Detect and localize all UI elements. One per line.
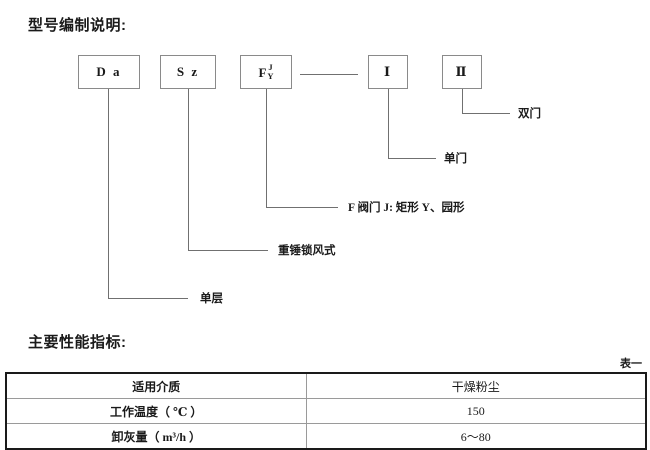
code-box-f: F J Y: [240, 55, 292, 89]
table-cell-value: 150: [305, 398, 647, 424]
leader-line-valve-horizontal: [266, 207, 338, 208]
code-box-roman-one: Ⅰ: [368, 55, 408, 89]
leader-line-weight-lock-horizontal: [188, 250, 268, 251]
leader-line-valve-vertical: [266, 89, 267, 208]
leader-label-single-layer: 单层: [200, 293, 223, 305]
code-box-f-inner: F J Y: [258, 63, 273, 81]
table-cell-label: 卸灰量（ m³/h ）: [5, 423, 307, 450]
code-box-f-numerator: J: [268, 62, 273, 73]
leader-label-weight-lock: 重锤锁风式: [278, 245, 336, 257]
leader-line-double-door-horizontal: [462, 113, 510, 114]
table-row: 适用介质 干燥粉尘: [5, 372, 647, 399]
model-code-diagram: D a S z F J Y Ⅰ Ⅱ 双门 单门 F 阀门 J: 矩形 Y、园形 …: [78, 55, 541, 305]
code-box-f-denominator: Y: [267, 71, 274, 81]
table-cell-label: 工作温度（ ℃ ）: [5, 398, 307, 424]
code-box-roman-two: Ⅱ: [442, 55, 482, 89]
leader-line-weight-lock-vertical: [188, 89, 189, 251]
table-cell-label: 适用介质: [5, 372, 307, 399]
code-box-roman-two-label: Ⅱ: [455, 64, 469, 79]
connector-dash: [300, 74, 358, 75]
code-box-roman-one-label: Ⅰ: [383, 64, 393, 79]
table-cell-value: 6～80: [305, 423, 647, 450]
table-row: 工作温度（ ℃ ） 150: [5, 398, 647, 424]
performance-heading: 主要性能指标:: [28, 334, 127, 351]
performance-table: 适用介质 干燥粉尘 工作温度（ ℃ ） 150 卸灰量（ m³/h ） 6～80: [5, 372, 647, 450]
leader-label-valve: F 阀门 J: 矩形 Y、园形: [348, 202, 465, 214]
model-code-heading: 型号编制说明:: [28, 17, 127, 34]
code-box-sz-label: S z: [176, 64, 200, 79]
table-cell-value: 干燥粉尘: [305, 372, 647, 399]
leader-line-single-door-vertical: [388, 89, 389, 159]
leader-line-single-layer-horizontal: [108, 298, 188, 299]
code-box-sz: S z: [160, 55, 216, 89]
code-box-f-stack: J Y: [267, 63, 273, 81]
table-row: 卸灰量（ m³/h ） 6～80: [5, 423, 647, 450]
code-box-f-letter: F: [258, 64, 267, 80]
code-box-da: D a: [78, 55, 140, 89]
table-caption: 表一: [620, 358, 642, 370]
leader-line-single-door-horizontal: [388, 158, 436, 159]
code-box-da-label: D a: [96, 64, 122, 79]
leader-line-single-layer-vertical: [108, 89, 109, 299]
leader-label-double-door: 双门: [518, 108, 541, 120]
leader-line-double-door-vertical: [462, 89, 463, 114]
leader-label-single-door: 单门: [444, 153, 467, 165]
